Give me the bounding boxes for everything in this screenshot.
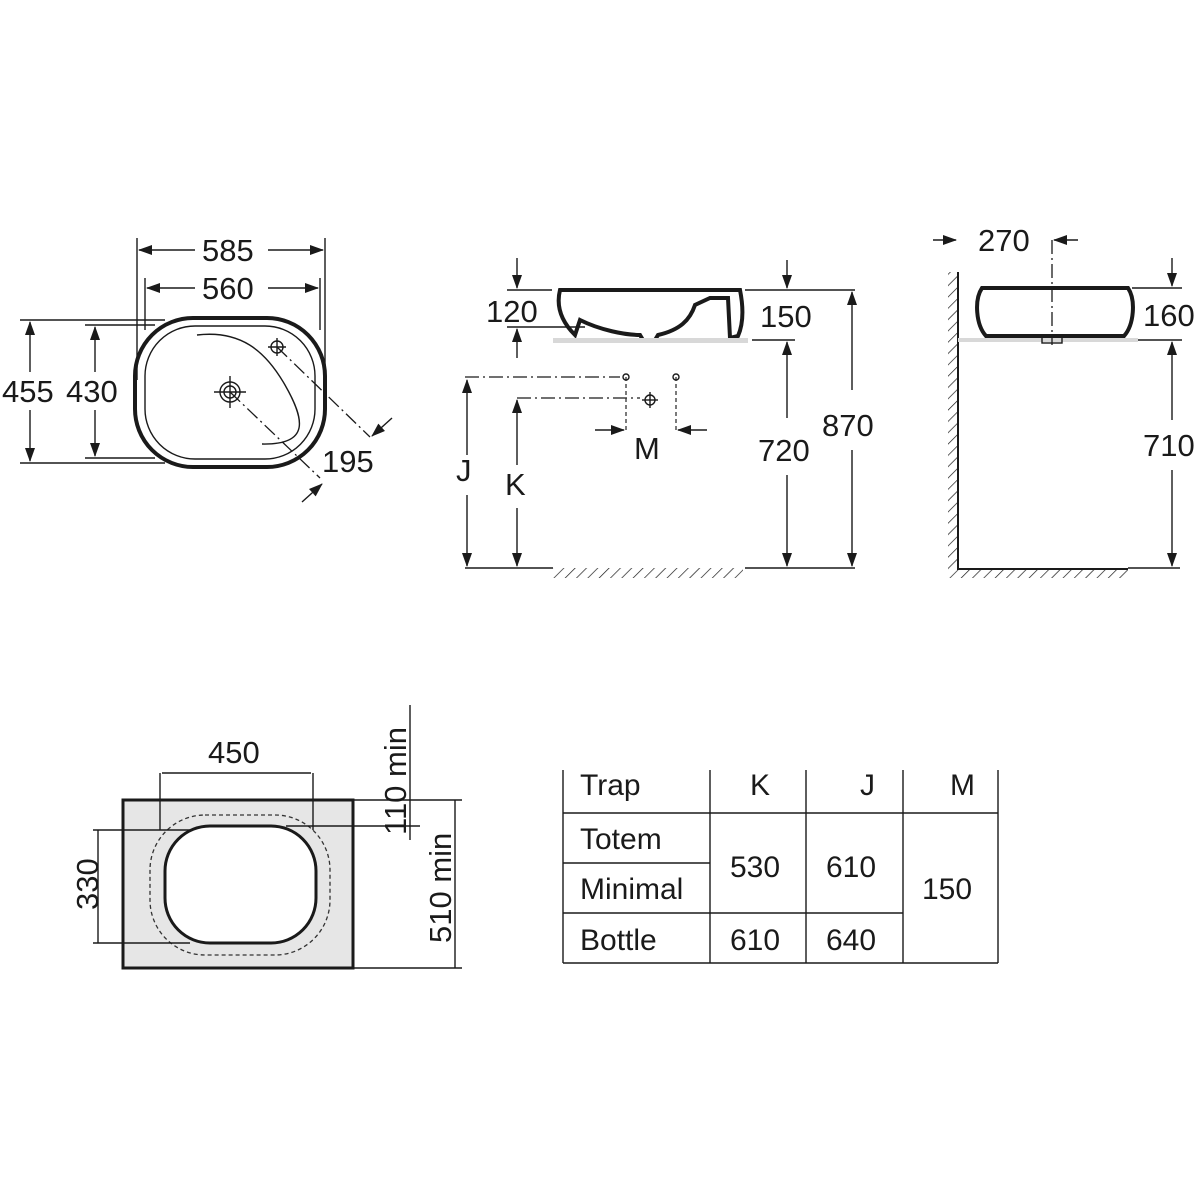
dim-K: K bbox=[505, 467, 526, 502]
floor-hatch bbox=[553, 568, 743, 578]
dim-J: J bbox=[456, 453, 472, 488]
dim-160: 160 bbox=[1143, 298, 1195, 333]
top-view: 195 585 560 455 430 bbox=[2, 233, 393, 503]
row-trap-bottle: Bottle bbox=[580, 924, 657, 957]
header-j: J bbox=[860, 769, 875, 802]
basin-bowl-curve bbox=[196, 333, 301, 445]
header-k: K bbox=[750, 769, 770, 802]
end-view: 270 160 710 bbox=[933, 223, 1195, 578]
trap-table: Trap K J M Totem Minimal Bottle 530 610 … bbox=[562, 769, 999, 964]
wall-hatch bbox=[948, 272, 958, 578]
cell-k-bottle: 610 bbox=[730, 924, 780, 957]
cutout-view: 450 330 110 min 510 min bbox=[70, 705, 462, 970]
header-m: M bbox=[950, 769, 975, 802]
dim-150: 150 bbox=[760, 299, 812, 334]
row-trap-totem: Totem bbox=[580, 823, 662, 856]
basin-inner-rim bbox=[144, 325, 316, 460]
dim-195: 195 bbox=[322, 444, 374, 479]
dim-870: 870 bbox=[822, 408, 874, 443]
cell-k-totem-minimal: 530 bbox=[730, 851, 780, 884]
basin-footprint bbox=[149, 814, 331, 956]
dim-510-min: 510 min bbox=[423, 833, 458, 943]
dim-450: 450 bbox=[208, 735, 260, 770]
dim-110-min: 110 min bbox=[378, 727, 413, 835]
countertop-end bbox=[958, 338, 1138, 342]
dim-455: 455 bbox=[2, 374, 54, 409]
dim-720: 720 bbox=[758, 433, 810, 468]
dim-M: M bbox=[634, 431, 660, 466]
basin-end-outline bbox=[975, 286, 1135, 338]
dim-585: 585 bbox=[202, 233, 254, 268]
dim-430: 430 bbox=[66, 374, 118, 409]
dim-120: 120 bbox=[486, 294, 538, 329]
dim-710: 710 bbox=[1143, 428, 1195, 463]
basin-section bbox=[556, 288, 745, 342]
dim-330: 330 bbox=[70, 858, 105, 910]
countertop bbox=[553, 338, 748, 343]
floor-hatch-end bbox=[958, 568, 1128, 578]
row-trap-minimal: Minimal bbox=[580, 873, 683, 906]
trap-point-icon bbox=[622, 373, 680, 408]
cutout-hole bbox=[163, 824, 318, 945]
dim-270: 270 bbox=[978, 223, 1030, 258]
cell-j-bottle: 640 bbox=[826, 924, 876, 957]
side-view: 120 150 720 870 J K M bbox=[456, 258, 874, 578]
cell-m-all: 150 bbox=[922, 873, 972, 906]
dim-560: 560 bbox=[202, 271, 254, 306]
header-trap: Trap bbox=[580, 769, 641, 802]
cell-j-totem-minimal: 610 bbox=[826, 851, 876, 884]
basin-outline bbox=[133, 316, 327, 469]
